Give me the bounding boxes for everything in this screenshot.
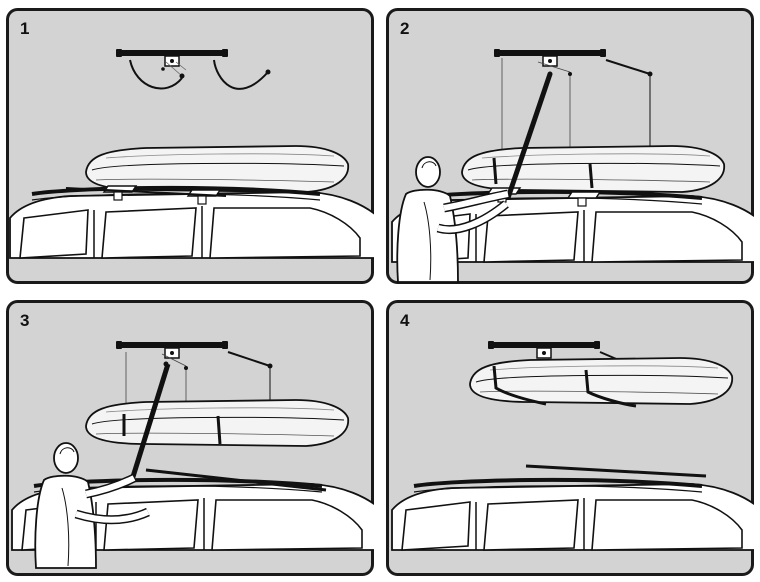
step-number: 3: [20, 311, 29, 330]
cargo-box: [461, 145, 726, 193]
cargo-box: [85, 145, 350, 193]
person: [396, 156, 509, 283]
cargo-box-hoisted: [469, 357, 734, 408]
step-panel-2: 2: [386, 8, 754, 284]
car-roof: [8, 185, 374, 260]
cargo-box: [85, 399, 350, 447]
step-panel-1: 1: [6, 8, 374, 284]
car-roof: [10, 468, 374, 552]
step-number: 4: [400, 311, 410, 330]
hoist-pole: [505, 73, 553, 199]
hoist-assembly: [115, 48, 271, 90]
step-number: 2: [400, 19, 409, 38]
hoist-assembly: [115, 340, 273, 420]
step-panel-4: 4: [386, 300, 754, 576]
rack-clamps: [65, 185, 227, 205]
step-panel-3: 3: [6, 300, 374, 576]
step-number: 1: [20, 19, 29, 38]
person: [34, 442, 150, 569]
hoist-pole: [129, 363, 171, 481]
car-roof: [390, 464, 754, 552]
